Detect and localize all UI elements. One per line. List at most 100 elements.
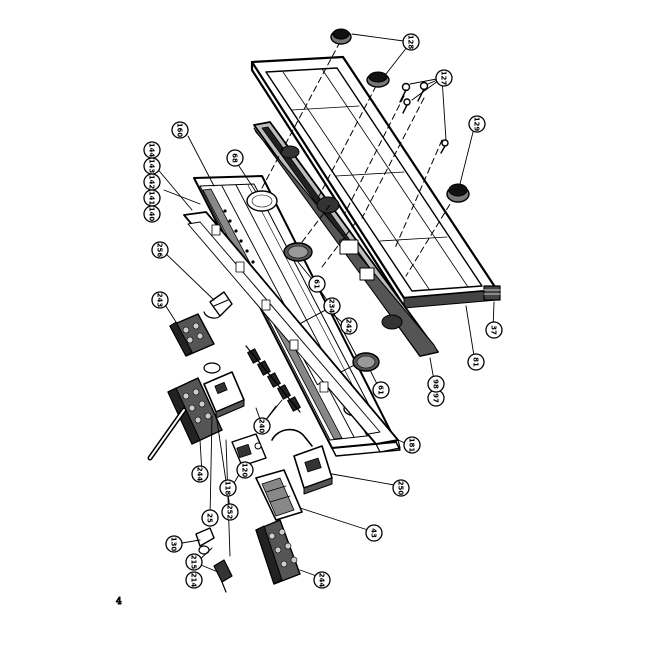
callout-label: 98 bbox=[432, 379, 440, 389]
callout-c61a: 61 bbox=[308, 275, 326, 293]
callout-circle bbox=[151, 291, 169, 309]
callout-c143: 143 bbox=[143, 157, 161, 175]
callout-label: 61 bbox=[377, 385, 385, 395]
callout-c244a: 244 bbox=[191, 465, 209, 483]
callout-circle bbox=[427, 375, 445, 393]
terminal-blocks-part bbox=[167, 313, 301, 585]
callout-label: 61 bbox=[313, 279, 321, 289]
callout-circle bbox=[468, 115, 486, 133]
callout-label: 143 bbox=[148, 159, 156, 174]
callout-label: 144 bbox=[148, 143, 156, 158]
callout-label: 68 bbox=[231, 153, 239, 163]
callout-c242: 242 bbox=[340, 317, 358, 335]
callout-label: 130 bbox=[170, 537, 178, 552]
callout-circle bbox=[219, 479, 237, 497]
callout-circle bbox=[308, 275, 326, 293]
callout-c61b: 61 bbox=[372, 381, 390, 399]
callout-circle bbox=[185, 553, 203, 571]
rod-part bbox=[147, 407, 187, 461]
callout-label: 141 bbox=[148, 191, 156, 206]
callout-label: 81 bbox=[472, 357, 480, 367]
callout-c142: 142 bbox=[143, 173, 161, 191]
front-frame-part bbox=[250, 55, 499, 309]
callout-c252: 252 bbox=[221, 503, 239, 521]
callout-label: 128 bbox=[407, 35, 415, 50]
callout-c244b: 244 bbox=[313, 571, 331, 589]
screws-part bbox=[399, 81, 449, 154]
small-assembly-part bbox=[231, 433, 267, 467]
clip-part bbox=[203, 291, 233, 319]
callout-label: 244 bbox=[318, 573, 326, 588]
callout-circle bbox=[365, 524, 383, 542]
callout-c243: 243 bbox=[151, 291, 169, 309]
callout-label: 43 bbox=[370, 528, 378, 538]
callout-circle bbox=[201, 509, 219, 527]
callout-circle bbox=[313, 571, 331, 589]
switch-bank-part bbox=[245, 345, 301, 413]
callout-c214: 214 bbox=[185, 571, 203, 589]
callout-c215: 215 bbox=[185, 553, 203, 571]
callout-circle bbox=[340, 317, 358, 335]
callout-circle bbox=[372, 381, 390, 399]
callout-label: 140 bbox=[148, 207, 156, 222]
callout-circle bbox=[435, 69, 453, 87]
callout-circle bbox=[185, 571, 203, 589]
control-knobs-part bbox=[330, 28, 470, 203]
bracket-part bbox=[255, 469, 303, 521]
exploded-guide-lines bbox=[261, 41, 456, 277]
callout-c256: 256 bbox=[151, 241, 169, 259]
transformer-250-part bbox=[271, 428, 333, 495]
callout-group: 1281271291601441431421411406825624361234… bbox=[143, 33, 503, 589]
callout-label: 244 bbox=[196, 467, 204, 482]
callout-circle bbox=[467, 353, 485, 371]
callout-label: 242 bbox=[345, 319, 353, 334]
page-mark: 4 bbox=[116, 597, 122, 607]
callout-c250: 250 bbox=[392, 479, 410, 497]
transformer-part bbox=[203, 362, 245, 419]
callout-label: 214 bbox=[190, 573, 198, 588]
callout-label: 127 bbox=[440, 71, 448, 86]
callout-c144: 144 bbox=[143, 141, 161, 159]
callout-label: 142 bbox=[148, 175, 156, 190]
end-cap-part bbox=[483, 285, 501, 301]
callout-c120: 120 bbox=[236, 461, 254, 479]
callout-c181: 181 bbox=[403, 436, 421, 454]
callout-label: 37 bbox=[490, 325, 498, 335]
callout-c234: 234 bbox=[323, 297, 341, 315]
callout-c127: 127 bbox=[435, 69, 453, 87]
callout-circle bbox=[323, 297, 341, 315]
callout-circle bbox=[402, 33, 420, 51]
callout-circle bbox=[392, 479, 410, 497]
callout-c68: 68 bbox=[226, 149, 244, 167]
callout-circle bbox=[171, 121, 189, 139]
callout-c81: 81 bbox=[467, 353, 485, 371]
callout-c129: 129 bbox=[468, 115, 486, 133]
callout-label: 256 bbox=[156, 243, 164, 258]
callout-label: 240 bbox=[258, 419, 266, 434]
callout-label: 118 bbox=[224, 481, 232, 496]
callout-circle bbox=[151, 241, 169, 259]
callout-c128a: 128 bbox=[402, 33, 420, 51]
callout-label: 215 bbox=[190, 555, 198, 570]
callout-circle bbox=[191, 465, 209, 483]
callout-c130: 130 bbox=[165, 535, 183, 553]
callout-label: 25 bbox=[206, 513, 214, 523]
callout-circle bbox=[485, 321, 503, 339]
callout-c240: 240 bbox=[253, 417, 271, 435]
callout-label: 120 bbox=[241, 463, 249, 478]
callout-circle bbox=[236, 461, 254, 479]
callout-label: 181 bbox=[408, 438, 416, 453]
callout-circle bbox=[143, 205, 161, 223]
badge-plates-part bbox=[246, 190, 380, 372]
callout-circle bbox=[226, 149, 244, 167]
lamp-part bbox=[195, 527, 233, 593]
callout-label: 97 bbox=[432, 393, 440, 403]
callout-c25: 25 bbox=[201, 509, 219, 527]
chassis-part bbox=[183, 211, 401, 453]
callout-label: 129 bbox=[473, 117, 481, 132]
callout-label: 252 bbox=[226, 505, 234, 520]
callout-circle bbox=[221, 503, 239, 521]
callout-c37: 37 bbox=[485, 321, 503, 339]
